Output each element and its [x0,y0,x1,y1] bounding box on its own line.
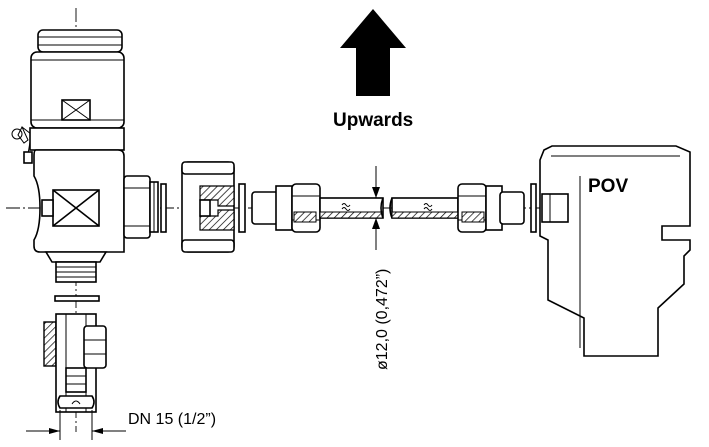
upwards-arrow [340,9,406,96]
upwards-label: Upwards [333,110,413,131]
tube-diameter-dimension [372,166,380,250]
tube-assembly [251,183,525,233]
dn-label: DN 15 (1/2”) [128,411,216,428]
lower-gasket [54,295,100,302]
safety-valve [11,29,159,283]
gasket-middle [238,183,246,233]
tube-diameter-label: ø12,0 (0,472”) [374,269,391,370]
pov-label: POV [588,176,628,197]
gasket-right [530,183,537,233]
gasket-left [160,183,167,233]
union-nut [181,161,235,253]
lower-connector [43,313,107,413]
pov-body [539,145,691,357]
dn-dimension [26,410,126,440]
